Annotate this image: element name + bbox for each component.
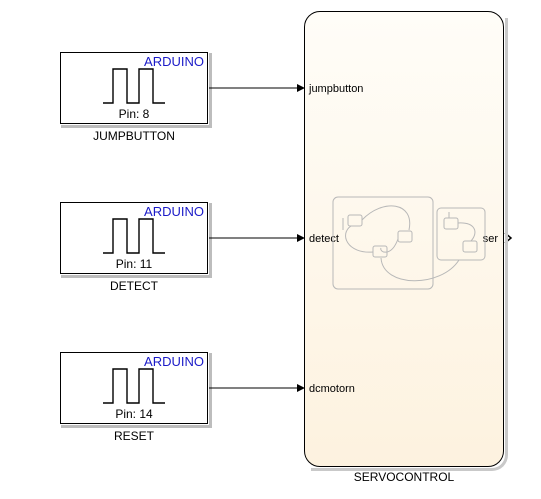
pulse-wave-icon bbox=[103, 368, 165, 404]
chart-title-servocontrol: SERVOCONTROL bbox=[353, 470, 455, 484]
pulse-wave-icon bbox=[103, 218, 165, 254]
digital-input-block-detect[interactable]: ARDUINO Pin: 11 bbox=[60, 202, 212, 278]
block-brand-label: ARDUINO bbox=[144, 354, 204, 369]
state-machine-preview-icon bbox=[332, 196, 486, 290]
servocontrol-chart-block[interactable]: jumpbutton detect dcmotorn ser bbox=[304, 11, 508, 471]
input-port-label-jumpbutton: jumpbutton bbox=[309, 83, 364, 95]
arrowhead-icon bbox=[297, 384, 305, 392]
arrowhead-icon bbox=[297, 84, 305, 92]
block-brand-label: ARDUINO bbox=[144, 204, 204, 219]
arrowhead-icon bbox=[297, 234, 305, 242]
block-brand-label: ARDUINO bbox=[144, 54, 204, 69]
input-port-label-dcmotorn: dcmotorn bbox=[309, 383, 355, 395]
pulse-wave-icon bbox=[103, 68, 165, 104]
input-port-label-detect: detect bbox=[309, 233, 339, 245]
output-port-icon bbox=[504, 232, 513, 244]
block-title-detect: DETECT bbox=[110, 279, 158, 293]
block-pin-label: Pin: 11 bbox=[115, 257, 153, 271]
digital-input-block-reset[interactable]: ARDUINO Pin: 14 bbox=[60, 352, 212, 428]
block-pin-label: Pin: 14 bbox=[115, 407, 153, 421]
output-port-label-ser: ser bbox=[482, 233, 498, 245]
block-pin-label: Pin: 8 bbox=[118, 107, 150, 121]
block-title-reset: RESET bbox=[113, 429, 154, 443]
block-title-jumpbutton: JUMPBUTTON bbox=[93, 129, 175, 143]
